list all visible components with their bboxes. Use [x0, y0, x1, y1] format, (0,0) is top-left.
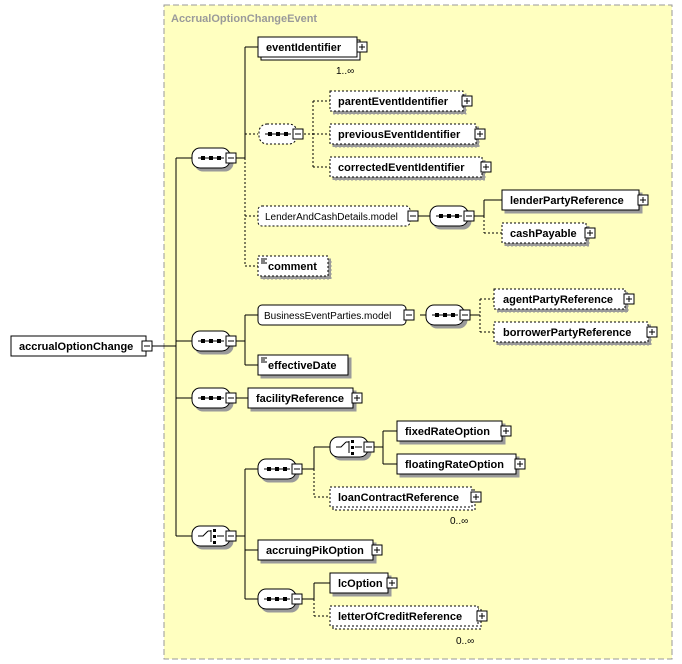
- annotation-doc-icon: [261, 258, 267, 264]
- expand-plus-icon[interactable]: [386, 577, 398, 589]
- svg-text:fixedRateOption: fixedRateOption: [405, 426, 490, 438]
- svg-text:LenderAndCashDetails.model: LenderAndCashDetails.model: [265, 212, 398, 223]
- expand-plus-icon[interactable]: [461, 95, 473, 107]
- collapse-minus-icon[interactable]: [291, 463, 303, 475]
- element-eventIdentifier[interactable]: eventIdentifier 1..∞: [257, 36, 368, 77]
- element-loanContractReference[interactable]: loanContractReference 0..∞: [329, 486, 482, 527]
- optional-connectors: [244, 100, 502, 617]
- sequence-compositor-icon[interactable]: [429, 205, 469, 227]
- element-fixedRateOption[interactable]: fixedRateOption: [396, 420, 512, 442]
- element-correctedEventIdentifier[interactable]: correctedEventIdentifier: [329, 156, 492, 178]
- svg-text:BusinessEventParties.model: BusinessEventParties.model: [264, 311, 391, 322]
- connectors: [152, 46, 502, 600]
- svg-text:effectiveDate: effectiveDate: [268, 360, 336, 372]
- element-cashPayable[interactable]: cashPayable: [501, 222, 596, 244]
- expand-plus-icon[interactable]: [646, 326, 658, 338]
- collapse-minus-icon[interactable]: [225, 152, 237, 164]
- sequence-compositor-icon[interactable]: [191, 147, 231, 169]
- sequence-compositor-icon[interactable]: [191, 387, 231, 409]
- element-facilityReference[interactable]: facilityReference: [247, 387, 363, 409]
- expand-plus-icon[interactable]: [500, 425, 512, 437]
- expand-plus-icon[interactable]: [637, 194, 649, 206]
- svg-text:floatingRateOption: floatingRateOption: [405, 459, 504, 471]
- svg-text:accrualOptionChange: accrualOptionChange: [19, 341, 133, 353]
- collapse-minus-icon[interactable]: [407, 210, 419, 222]
- svg-text:lcOption: lcOption: [338, 578, 383, 590]
- svg-text:agentPartyReference: agentPartyReference: [503, 294, 613, 306]
- svg-text:letterOfCreditReference: letterOfCreditReference: [338, 611, 462, 623]
- group-LenderAndCashDetails-model[interactable]: LenderAndCashDetails.model: [257, 205, 419, 227]
- element-lenderPartyReference[interactable]: lenderPartyReference: [501, 189, 649, 211]
- collapse-minus-icon[interactable]: [292, 128, 304, 140]
- element-accruingPikOption[interactable]: accruingPikOption: [257, 539, 383, 561]
- expand-plus-icon[interactable]: [474, 128, 486, 140]
- collapse-minus-icon[interactable]: [459, 309, 471, 321]
- choice-compositor-icon[interactable]: [191, 525, 231, 547]
- sequence-compositor-icon[interactable]: [191, 330, 231, 352]
- collapse-minus-icon[interactable]: [141, 340, 153, 352]
- element-previousEventIdentifier[interactable]: previousEventIdentifier: [329, 123, 486, 145]
- cardinality-label: 0..∞: [450, 516, 468, 527]
- expand-plus-icon[interactable]: [514, 458, 526, 470]
- svg-text:previousEventIdentifier: previousEventIdentifier: [338, 129, 461, 141]
- element-effectiveDate[interactable]: effectiveDate: [257, 354, 349, 376]
- group-title: AccrualOptionChangeEvent: [171, 13, 317, 25]
- svg-text:lenderPartyReference: lenderPartyReference: [510, 195, 624, 207]
- sequence-compositor-icon[interactable]: [258, 123, 298, 145]
- svg-text:borrowerPartyReference: borrowerPartyReference: [503, 327, 631, 339]
- element-comment[interactable]: comment: [257, 255, 329, 277]
- svg-text:parentEventIdentifier: parentEventIdentifier: [338, 96, 449, 108]
- svg-text:eventIdentifier: eventIdentifier: [266, 42, 342, 54]
- expand-plus-icon[interactable]: [476, 610, 488, 622]
- expand-plus-icon[interactable]: [356, 41, 368, 53]
- element-floatingRateOption[interactable]: floatingRateOption: [396, 453, 526, 475]
- expand-plus-icon[interactable]: [470, 491, 482, 503]
- collapse-minus-icon[interactable]: [403, 309, 415, 321]
- svg-text:loanContractReference: loanContractReference: [338, 492, 459, 504]
- svg-text:correctedEventIdentifier: correctedEventIdentifier: [338, 162, 465, 174]
- sequence-compositor-icon[interactable]: [425, 304, 465, 326]
- collapse-minus-icon[interactable]: [291, 593, 303, 605]
- element-letterOfCreditReference[interactable]: letterOfCreditReference 0..∞: [329, 605, 488, 647]
- cardinality-label: 0..∞: [456, 636, 474, 647]
- expand-plus-icon[interactable]: [623, 293, 635, 305]
- collapse-minus-icon[interactable]: [225, 530, 237, 542]
- element-agentPartyReference[interactable]: agentPartyReference: [493, 288, 635, 310]
- expand-plus-icon[interactable]: [351, 392, 363, 404]
- expand-plus-icon[interactable]: [371, 544, 383, 556]
- group-BusinessEventParties-model[interactable]: BusinessEventParties.model: [257, 304, 415, 326]
- svg-text:cashPayable: cashPayable: [510, 228, 577, 240]
- sequence-compositor-icon[interactable]: [257, 458, 297, 480]
- annotation-doc-icon: [261, 357, 267, 363]
- collapse-minus-icon[interactable]: [225, 392, 237, 404]
- collapse-minus-icon[interactable]: [363, 441, 375, 453]
- root-element-accrualOptionChange[interactable]: accrualOptionChange: [10, 335, 153, 357]
- element-parentEventIdentifier[interactable]: parentEventIdentifier: [329, 90, 473, 112]
- element-lcOption[interactable]: lcOption: [329, 572, 398, 594]
- choice-compositor-icon[interactable]: [329, 436, 369, 458]
- sequence-compositor-icon[interactable]: [257, 588, 297, 610]
- expand-plus-icon[interactable]: [480, 161, 492, 173]
- cardinality-label: 1..∞: [336, 66, 354, 77]
- element-borrowerPartyReference[interactable]: borrowerPartyReference: [493, 321, 658, 343]
- svg-text:comment: comment: [268, 261, 317, 273]
- svg-text:accruingPikOption: accruingPikOption: [266, 545, 364, 557]
- collapse-minus-icon[interactable]: [225, 335, 237, 347]
- svg-text:facilityReference: facilityReference: [256, 393, 344, 405]
- expand-plus-icon[interactable]: [584, 227, 596, 239]
- collapse-minus-icon[interactable]: [463, 210, 475, 222]
